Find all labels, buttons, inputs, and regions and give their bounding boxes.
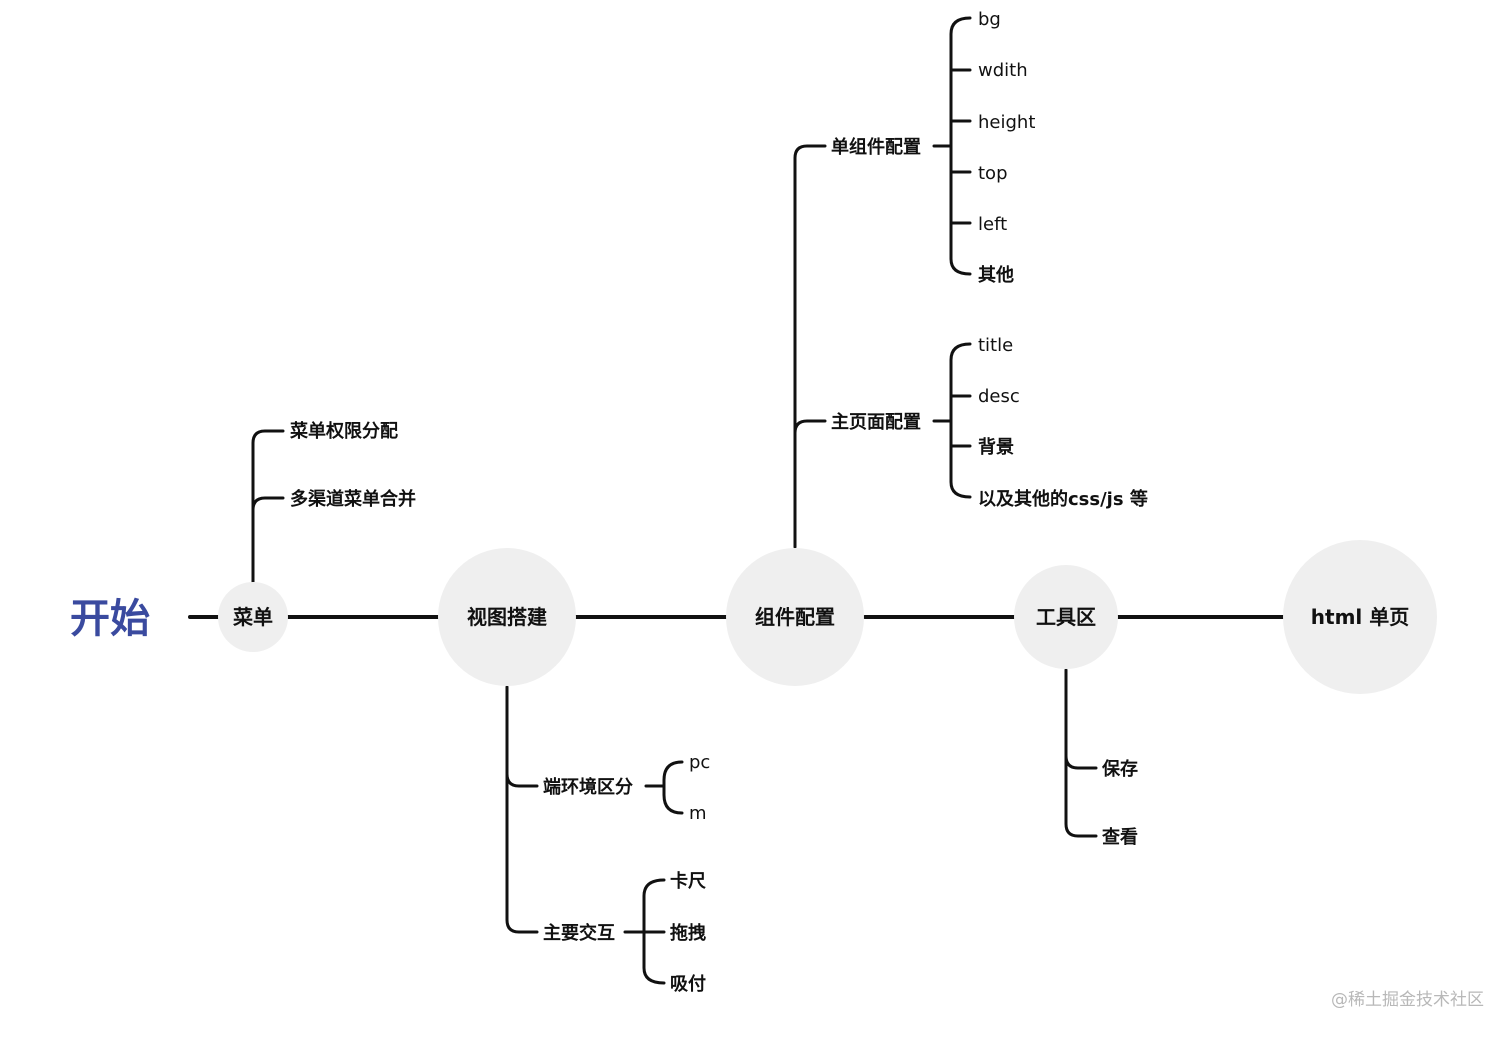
comp-child-single[interactable]: 单组件配置	[831, 136, 921, 158]
tools-branch: 保存 查看	[1064, 668, 1138, 848]
edge-menu-merge	[251, 496, 285, 512]
node-view-label: 视图搭建	[467, 605, 547, 629]
node-view-bubble	[438, 548, 576, 686]
page-leaf-desc[interactable]: desc	[978, 386, 1020, 407]
edge-menu-perm	[251, 429, 285, 585]
view-child-interaction[interactable]: 主要交互	[543, 922, 615, 944]
menu-child-merge[interactable]: 多渠道菜单合并	[290, 488, 416, 510]
node-menu-label: 菜单	[232, 605, 273, 629]
env-leaf-pc[interactable]: pc	[689, 752, 710, 773]
page-leaf-title[interactable]: title	[978, 335, 1013, 356]
single-leaf-width[interactable]: wdith	[978, 60, 1028, 81]
edge-view-env	[505, 772, 539, 788]
view-child-env[interactable]: 端环境区分	[543, 776, 633, 798]
node-comp-bubble	[726, 548, 864, 686]
node-tools-bubble	[1014, 565, 1118, 669]
node-menu[interactable]: 菜单	[218, 582, 288, 652]
node-html[interactable]: html 单页	[1283, 540, 1437, 694]
edge-interaction-bracket	[642, 878, 666, 985]
node-view[interactable]: 视图搭建	[438, 548, 576, 686]
node-tools-label: 工具区	[1036, 605, 1096, 629]
edge-single-bracket	[949, 16, 972, 276]
comp-branch: 单组件配置 主页面配置 bg wdith height top left 其他 …	[793, 9, 1148, 549]
single-leaf-other[interactable]: 其他	[978, 264, 1014, 286]
single-leaf-left[interactable]: left	[978, 214, 1007, 235]
edge-comp-single	[793, 144, 827, 549]
node-comp-label: 组件配置	[755, 605, 835, 629]
single-leaf-bg[interactable]: bg	[978, 9, 1001, 30]
edge-page-bracket	[949, 342, 972, 499]
interaction-leaf-ruler[interactable]: 卡尺	[670, 870, 706, 892]
edge-env-bracket	[662, 760, 684, 815]
edge-comp-page	[793, 419, 827, 435]
page-leaf-other[interactable]: 以及其他的css/js 等	[978, 488, 1148, 510]
root-label[interactable]: 开始	[70, 596, 150, 642]
page-leaf-background[interactable]: 背景	[978, 436, 1014, 458]
node-comp[interactable]: 组件配置	[726, 548, 864, 686]
interaction-leaf-drag[interactable]: 拖拽	[670, 922, 706, 944]
interaction-leaf-snap[interactable]: 吸付	[670, 973, 706, 995]
edge-view-interaction	[505, 685, 539, 934]
single-leaf-height[interactable]: height	[978, 112, 1035, 133]
tools-child-view[interactable]: 查看	[1102, 826, 1138, 848]
watermark-text: @稀土掘金技术社区	[1331, 990, 1484, 1010]
single-leaf-top[interactable]: top	[978, 163, 1008, 184]
view-branch: 端环境区分 主要交互 pc m 卡尺 拖拽 吸付	[505, 685, 710, 995]
edge-tools-view	[1064, 668, 1098, 838]
node-html-bubble	[1283, 540, 1437, 694]
menu-child-permission[interactable]: 菜单权限分配	[289, 420, 398, 442]
node-html-label: html 单页	[1311, 605, 1409, 629]
edge-tools-save	[1064, 754, 1098, 770]
env-leaf-m[interactable]: m	[689, 803, 707, 824]
comp-child-page[interactable]: 主页面配置	[831, 411, 921, 433]
node-menu-bubble	[218, 582, 288, 652]
tools-child-save[interactable]: 保存	[1101, 758, 1138, 780]
menu-branch: 菜单权限分配 多渠道菜单合并	[251, 420, 416, 585]
node-tools[interactable]: 工具区	[1014, 565, 1118, 669]
